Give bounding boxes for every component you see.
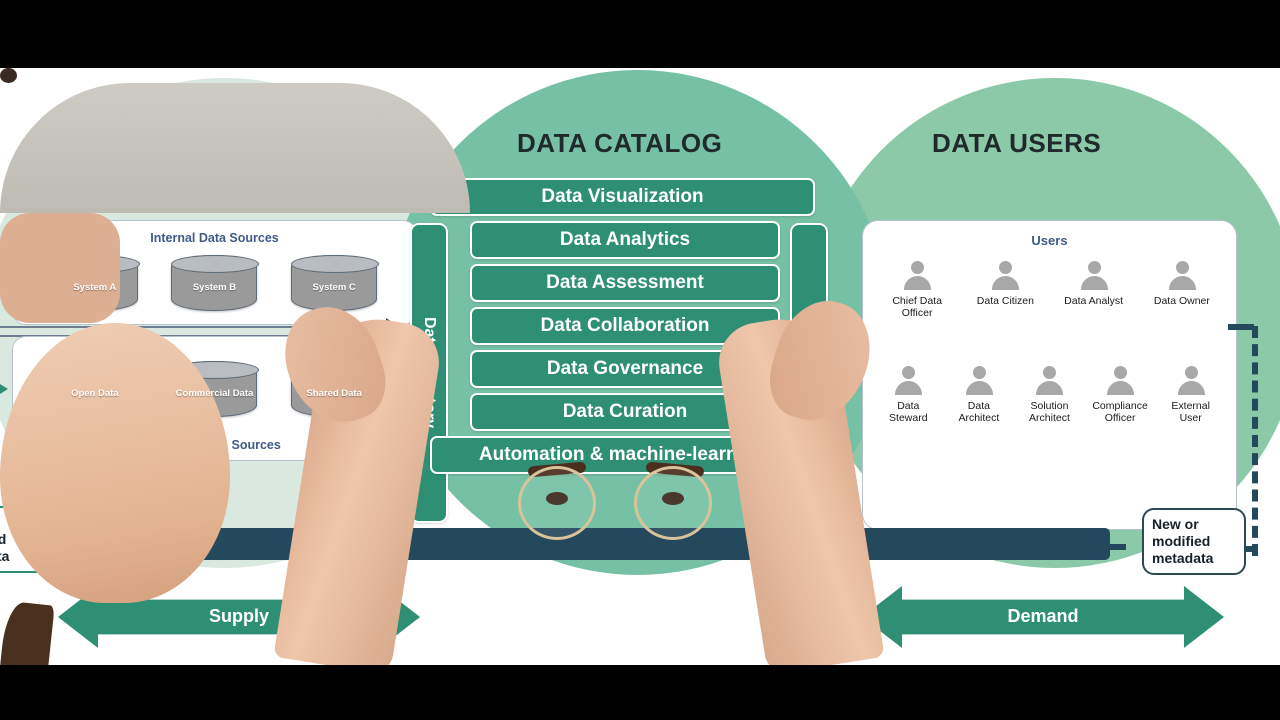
system-label: Shared Data [306,387,362,399]
person-icon [964,366,994,396]
panel-users: Users Chief Data Officer Data Citizen Da… [862,220,1237,530]
heading-data-catalog: DATA CATALOG [517,128,723,158]
database-cylinder-icon[interactable]: System C [290,254,379,311]
user-role-label: Data Owner [1153,295,1210,307]
user-role[interactable]: Chief Data Officer [886,261,948,319]
system-label: System B [192,281,237,293]
person-icon [893,366,923,396]
user-role[interactable]: Data Owner [1151,261,1213,319]
user-role-label: Data Architect [958,400,1000,424]
user-role[interactable]: Data Citizen [974,261,1036,319]
callout-new-or-modified-metadata-right: New or modified metadata [1142,508,1246,575]
user-role-row-2: Data Steward Data Architect Solution Arc… [863,366,1236,424]
user-role[interactable]: Data Analyst [1063,261,1125,319]
metadata-flow-bar [150,528,1110,560]
label-users: Users [1031,233,1068,248]
user-role-label: Compliance Officer [1092,400,1148,424]
capability-data-visualization[interactable]: Data Visualization [430,178,815,216]
system-label: Commercial Data [175,387,254,399]
connector-line-top [0,326,378,328]
panel-internal-data-sources: Internal Data Sources System A System B … [12,220,417,325]
database-cylinder-icon[interactable]: System B [171,254,260,311]
heading-data-users: DATA USERS [932,128,1102,158]
capability-data-curation[interactable]: Data Curation [470,393,780,431]
database-cylinder-icon[interactable]: Shared Data [290,360,379,417]
user-role[interactable]: Data Architect [948,366,1010,424]
diagram-canvas: DATA SOURCES DATA CATALOG DATA USERS Int… [0,68,1280,665]
user-role[interactable]: External User [1160,366,1222,424]
capability-automation-machine-learning[interactable]: Automation & machine-learning [430,436,815,474]
person-icon [990,261,1020,291]
heading-data-sources: DATA SOURCES [113,128,323,158]
capability-data-governance[interactable]: Data Governance [470,350,780,388]
database-cylinder-icon[interactable]: System A [51,254,140,311]
internal-system-row: System A System B System C [13,254,416,311]
user-role-label: Data Steward [889,400,928,424]
user-role-label: Solution Architect [1029,400,1070,424]
connector-arrow-icon [0,384,8,394]
user-role-label: Data Analyst [1064,295,1124,307]
flow-line-right-dashed [1252,326,1258,556]
person-icon [1079,261,1109,291]
flow-line-top-right [1228,324,1254,330]
capability-data-assessment[interactable]: Data Assessment [470,264,780,302]
person-icon [1176,366,1206,396]
presenter-ring [0,68,17,83]
capability-data-collaboration[interactable]: Data Collaboration [470,307,780,345]
system-label: Open Data [71,387,119,399]
user-role-label: Chief Data Officer [892,295,942,319]
person-icon [1034,366,1064,396]
demand-label: Demand [1007,605,1079,626]
letterbox-bottom [0,665,1280,720]
callout-new-or-modified-metadata-left: New or modified metadata [0,506,58,573]
flow-line-left-dashed [375,330,381,565]
person-icon [1105,366,1135,396]
supply-label: Supply [208,605,269,626]
user-role[interactable]: Solution Architect [1018,366,1080,424]
database-cylinder-icon[interactable]: Commercial Data [171,360,260,417]
flow-arrow-icon [386,318,398,334]
catalog-capability-stack: Data Visualization Data Analytics Data A… [430,178,820,479]
capability-data-analytics[interactable]: Data Analytics [470,221,780,259]
label-external-data-sources: External Data Sources [148,438,281,452]
user-role-label: Data Citizen [976,295,1034,307]
panel-external-data-sources: Open Data Commercial Data Shared Data Ex… [12,336,417,461]
user-role-label: External User [1171,400,1210,424]
system-label: System A [73,281,117,293]
system-label: System C [312,281,356,293]
person-icon [1167,261,1197,291]
flow-line-bottom-left [1108,544,1126,550]
user-role[interactable]: Data Steward [877,366,939,424]
database-cylinder-icon[interactable]: Open Data [51,360,140,417]
user-role[interactable]: Compliance Officer [1089,366,1151,424]
letterbox-top [0,0,1280,68]
label-internal-data-sources: Internal Data Sources [150,231,279,245]
external-system-row: Open Data Commercial Data Shared Data [13,360,416,417]
user-role-row-1: Chief Data Officer Data Citizen Data Ana… [863,261,1236,319]
person-icon [902,261,932,291]
